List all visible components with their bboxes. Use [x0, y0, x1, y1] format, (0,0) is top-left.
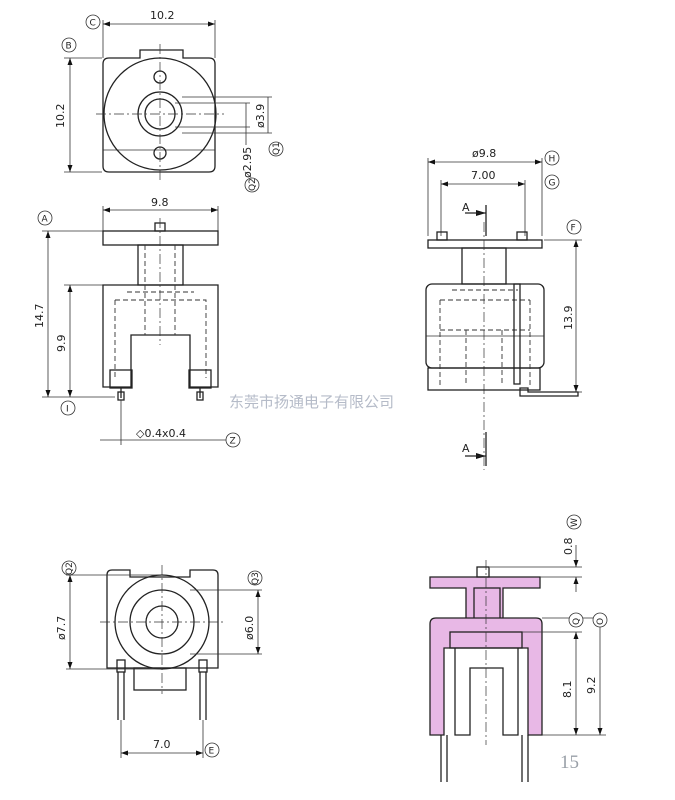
side-view: ø9.8 7.00 H G A	[425, 147, 582, 470]
label-b-circle	[61, 37, 77, 53]
label-g-circle	[544, 174, 560, 190]
front-view: 9.8 A 14.7 9.9 I ◇0.4x	[33, 196, 241, 448]
label-i: I	[66, 405, 69, 415]
label-h: H	[549, 155, 556, 165]
label-c-circle	[85, 14, 101, 30]
front-total-height: 14.7	[33, 304, 46, 329]
label-q2b-circle	[61, 560, 77, 576]
label-h-circle	[544, 150, 560, 166]
top-dia-inner: ø3.9	[254, 104, 267, 128]
section-mark-bottom: A	[462, 442, 470, 455]
bottom-view: ø7.7 Q2 ø6.0 Q3 7.0 E	[55, 560, 263, 758]
label-e-circle	[204, 742, 220, 758]
label-f-circle	[566, 219, 582, 235]
section-view: 0.8 W 8.1 9.2 Q O	[429, 514, 608, 782]
front-body-height: 9.9	[55, 335, 68, 353]
page-number: 15	[560, 752, 579, 773]
label-w-circle	[566, 514, 582, 530]
label-a: A	[42, 215, 49, 225]
label-c: C	[90, 19, 96, 29]
label-z: Z	[230, 437, 236, 447]
label-i-circle	[60, 400, 76, 416]
label-o: O	[596, 618, 606, 625]
side-outer-dia: ø9.8	[472, 147, 496, 160]
front-width-dim: 9.8	[151, 196, 169, 209]
label-q: Q	[572, 618, 582, 625]
top-width-dim: 10.2	[150, 9, 175, 22]
bottom-dia-left: ø7.7	[55, 616, 68, 640]
label-e: E	[209, 747, 215, 757]
label-w: W	[570, 518, 580, 527]
watermark: 东莞市扬通电子有限公司	[229, 393, 394, 411]
label-z-circle	[225, 432, 241, 448]
top-height-dim: 10.2	[54, 104, 67, 129]
label-q3-circle	[247, 570, 263, 586]
bottom-dia-right: ø6.0	[243, 616, 256, 640]
section-mark-top: A	[462, 201, 470, 214]
label-q1: Q1	[272, 142, 282, 155]
section-total-height: 9.2	[585, 677, 598, 695]
label-g: G	[549, 179, 556, 189]
label-a-circle	[37, 210, 53, 226]
side-pin-pitch: 7.00	[471, 169, 496, 182]
label-q2b: Q2	[65, 562, 75, 575]
top-view: 10.2 C B 10.2 ø3.9 ø2.95 Q1 Q2	[54, 9, 284, 193]
front-pin-size: ◇0.4x0.4	[136, 427, 186, 440]
label-o-circle	[592, 612, 608, 628]
side-height: 13.9	[562, 306, 575, 331]
section-top-height: 0.8	[562, 538, 575, 556]
label-q-circle	[568, 612, 584, 628]
bottom-pin-pitch: 7.0	[153, 738, 171, 751]
label-q2: Q2	[248, 178, 258, 191]
section-inner-height: 8.1	[561, 681, 574, 699]
top-dia-hole: ø2.95	[241, 147, 254, 178]
label-f: F	[571, 224, 576, 234]
label-q1-circle	[268, 141, 284, 157]
label-q3: Q3	[251, 572, 261, 585]
label-q2-circle	[244, 177, 260, 193]
label-b: B	[66, 42, 72, 52]
